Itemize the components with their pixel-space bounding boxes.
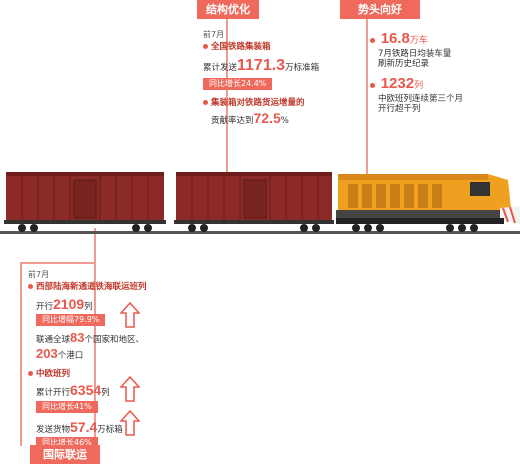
up-arrow-icon xyxy=(120,376,140,402)
stat2-desc1: 中欧班列连续第三个月 xyxy=(378,93,464,104)
sec2-growth: 同比增长41% xyxy=(28,400,178,413)
up-arrow-icon xyxy=(120,302,140,328)
sec1-link2: 203个港口 xyxy=(36,346,84,362)
item2-line: 贡献率达到72.5% xyxy=(211,110,289,127)
sec2-value: 6354 xyxy=(70,382,102,399)
train-illustration xyxy=(0,172,520,234)
stat2-line: 1232列 xyxy=(370,75,510,94)
rail xyxy=(0,231,520,234)
item2-title: 集装箱对铁路货运增量的 xyxy=(203,98,353,109)
stat1-line: 16.8万车 xyxy=(370,30,510,49)
bl-date: 前7月 xyxy=(28,270,50,279)
top-center-date: 前7月 xyxy=(203,30,225,39)
bottom-left-v-stem xyxy=(20,262,22,446)
sec2-line: 累计开行6354列 xyxy=(36,382,110,399)
stat1-value: 16.8 xyxy=(380,30,410,47)
item2-value: 72.5 xyxy=(253,110,281,127)
sec3-line: 发送货物57.4万标箱 xyxy=(36,418,123,435)
stat1-desc1: 7月铁路日均装车量 xyxy=(378,48,452,59)
sec1-link-value1: 83 xyxy=(70,330,85,346)
item1-line: 累计发送1171.3万标准箱 xyxy=(203,56,320,74)
bottom-left-h-stem xyxy=(20,262,96,264)
stat1-desc2: 刷新历史纪录 xyxy=(378,59,430,70)
bottom-left-stem xyxy=(94,228,96,446)
stat2-desc2: 开行超千列 xyxy=(378,104,421,115)
bottom-left-panel: 前7月 西部陆海新通道铁海联运班列 开行2109列 同比增幅79.9% 联通全球… xyxy=(28,270,178,450)
top-right-stem xyxy=(366,19,368,177)
sec1-line: 开行2109列 xyxy=(36,295,93,312)
stat2-value: 1232 xyxy=(380,75,415,92)
item1-value: 1171.3 xyxy=(237,56,286,74)
sec1-title: 西部陆海新通道铁海联运班列 xyxy=(28,282,178,293)
sec1-value: 2109 xyxy=(53,295,85,312)
boxcar-2 xyxy=(174,172,334,232)
item1-growth: 同比增长24.4% xyxy=(203,77,353,90)
sec1-growth: 同比增幅79.9% xyxy=(28,314,178,327)
sec1-link: 联通全球83个国家和地区、 xyxy=(36,330,144,346)
top-right-header: 势头向好 xyxy=(340,0,420,19)
item1-title: 全国铁路集装箱 xyxy=(203,42,353,53)
boxcar-1 xyxy=(4,172,166,232)
sec3-value: 57.4 xyxy=(70,418,98,435)
locomotive xyxy=(336,174,520,232)
sec2-title: 中欧班列 xyxy=(28,369,178,380)
bottom-left-header: 国际联运 xyxy=(30,445,100,464)
sec1-link-value2: 203 xyxy=(36,346,58,362)
top-center-panel: 前7月 全国铁路集装箱 累计发送1171.3万标准箱 同比增长24.4% 集装箱… xyxy=(203,30,353,128)
up-arrow-icon xyxy=(120,410,140,436)
top-center-header: 结构优化 xyxy=(197,0,259,19)
top-right-panel: 16.8万车 7月铁路日均装车量 刷新历史纪录 1232列 中欧班列连续第三个月… xyxy=(370,30,510,115)
